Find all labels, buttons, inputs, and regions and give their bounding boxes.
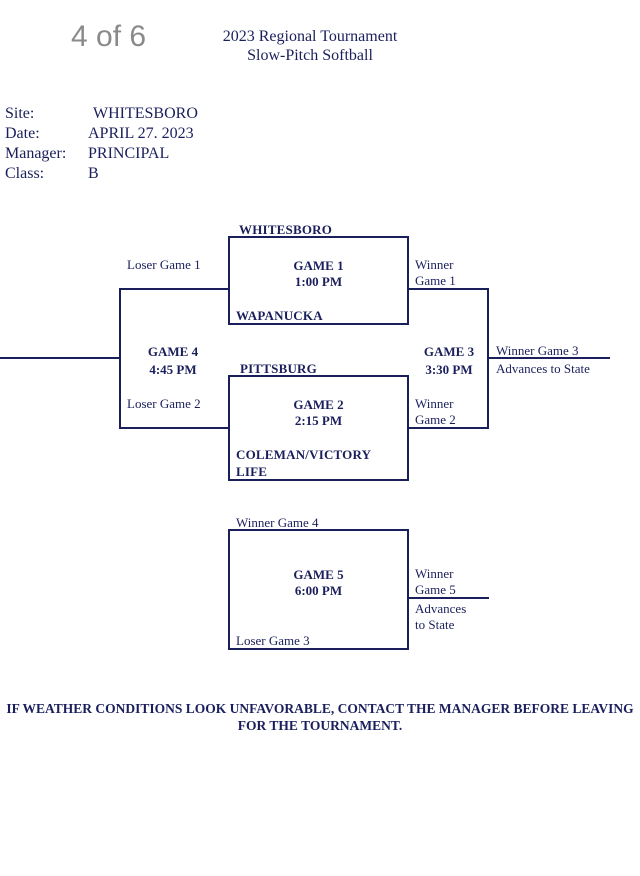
game1-name: GAME 1 (293, 258, 344, 273)
game4-bottom-connector (119, 427, 229, 429)
loser-game1-label: Loser Game 1 (127, 257, 201, 272)
loser-game2-label: Loser Game 2 (127, 396, 201, 411)
game2-box (228, 375, 409, 481)
class-value: B (88, 165, 99, 182)
game3-bottom-connector (409, 427, 489, 429)
winner-game2-line2: Game 2 (415, 412, 456, 427)
winner-game1-line2: Game 1 (415, 273, 456, 288)
winner-game5-line1: Winner (415, 566, 454, 581)
winner-game3-label: Winner Game 3 (496, 343, 579, 358)
game5-exit-line (409, 597, 489, 599)
advances-line1: Advances (415, 601, 467, 616)
game2-name: GAME 2 (293, 397, 344, 412)
weather-notice: IF WEATHER CONDITIONS LOOK UNFAVORABLE, … (6, 701, 634, 733)
game1-top-team: WHITESBORO (239, 222, 333, 237)
game5-top-slot: Winner Game 4 (236, 515, 319, 530)
game5-bottom-slot: Loser Game 3 (236, 633, 310, 648)
site-value: WHITESBORO (93, 105, 198, 122)
game5-box (228, 529, 409, 650)
game4-top-connector (119, 288, 229, 290)
winner-game5-line2: Game 5 (415, 582, 456, 597)
page-indicator: 4 of 6 (71, 20, 147, 53)
date-label: Date: (5, 125, 40, 142)
game3-top-connector (409, 288, 489, 290)
class-label: Class: (5, 165, 45, 182)
site-label: Site: (5, 105, 35, 122)
winner-game2-line1: Winner (415, 396, 454, 411)
winner-game1-line1: Winner (415, 257, 454, 272)
advances-to-state-label: Advances to State (496, 361, 590, 376)
game1-bottom-team: WAPANUCKA (236, 308, 323, 323)
date-value: APRIL 27. 2023 (88, 125, 194, 142)
game4-time: 4:45 PM (149, 362, 197, 377)
game4-name: GAME 4 (147, 344, 199, 359)
tournament-title: 2023 Regional Tournament (222, 28, 398, 45)
advances-line2: to State (415, 617, 455, 632)
game5-name: GAME 5 (293, 567, 344, 582)
game2-bottom-team-line2: LIFE (236, 464, 268, 479)
manager-label: Manager: (5, 145, 67, 162)
game4-exit-line (0, 357, 121, 359)
game2-bottom-team-line1: COLEMAN/VICTORY (236, 447, 372, 462)
game1-box (228, 236, 409, 325)
game3-exit-line (487, 357, 610, 359)
game3-time: 3:30 PM (425, 362, 473, 377)
game5-time: 6:00 PM (294, 583, 343, 598)
game3-name: GAME 3 (423, 344, 475, 359)
game2-top-team: PITTSBURG (240, 361, 317, 376)
game2-time: 2:15 PM (294, 413, 343, 428)
tournament-subtitle: Slow-Pitch Softball (247, 47, 373, 64)
manager-value: PRINCIPAL (88, 145, 170, 162)
game1-time: 1:00 PM (294, 274, 343, 289)
